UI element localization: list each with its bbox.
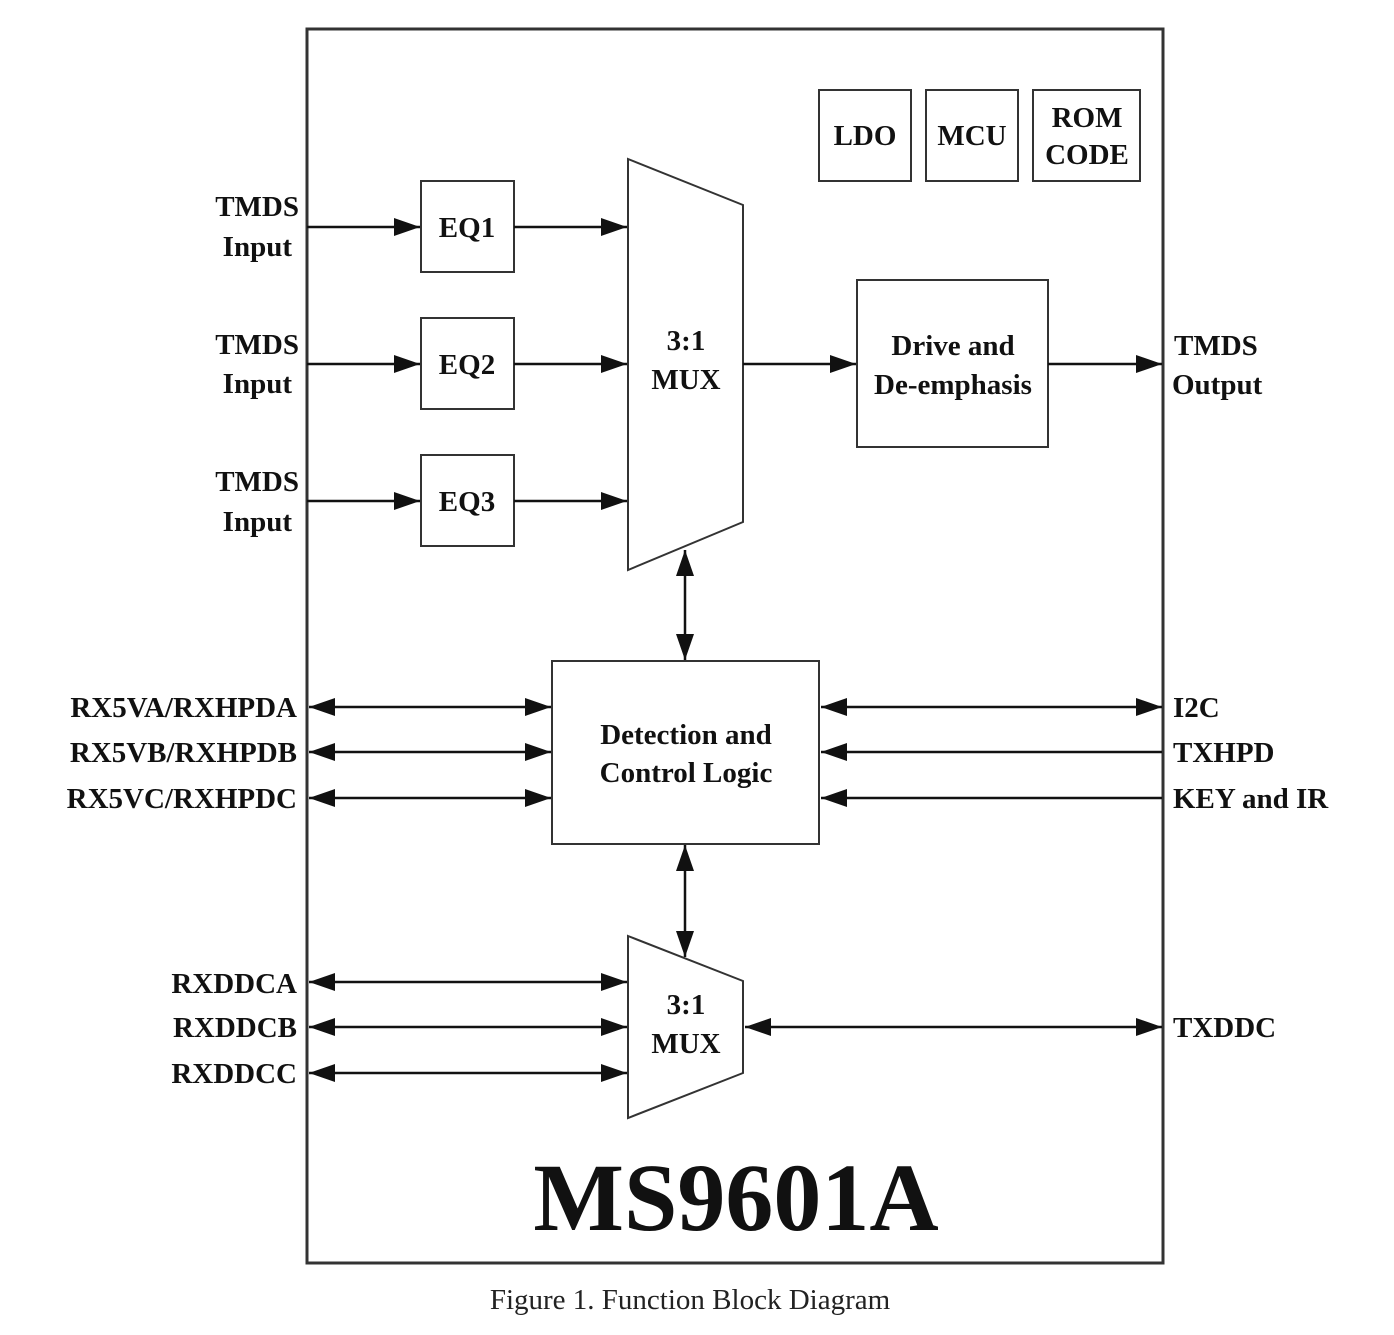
signal-rxddcc: RXDDCC: [171, 1058, 297, 1090]
rom-code-block: ROM CODE: [1032, 89, 1141, 182]
rom-label: ROM: [1052, 102, 1123, 134]
svg-text:TMDS: TMDS: [215, 191, 299, 223]
tmds-mux: 3:1 MUX: [627, 157, 744, 572]
svg-text:TMDS: TMDS: [1174, 330, 1258, 362]
tmds-input-2: TMDS Input: [215, 329, 299, 400]
svg-text:EQ2: EQ2: [439, 349, 495, 381]
signal-txhpd: TXHPD: [1173, 737, 1275, 769]
eq3-block: EQ3: [420, 454, 515, 547]
svg-text:Input: Input: [223, 368, 293, 400]
svg-text:TMDS: TMDS: [215, 466, 299, 498]
signal-i2c: I2C: [1173, 692, 1220, 724]
svg-text:Input: Input: [223, 231, 293, 263]
signal-txddc: TXDDC: [1173, 1012, 1276, 1044]
chip-name: MS9601A: [533, 1144, 938, 1251]
svg-text:3:1: 3:1: [667, 989, 706, 1021]
svg-text:3:1: 3:1: [667, 325, 706, 357]
figure-caption: Figure 1. Function Block Diagram: [490, 1284, 891, 1316]
svg-text:De-emphasis: De-emphasis: [874, 369, 1032, 401]
eq2-block: EQ2: [420, 317, 515, 410]
svg-text:Control Logic: Control Logic: [600, 757, 773, 789]
signal-key-ir: KEY and IR: [1173, 783, 1329, 815]
svg-text:EQ1: EQ1: [439, 212, 495, 244]
detection-control-block: Detection and Control Logic: [551, 660, 820, 845]
ldo-block: LDO: [818, 89, 912, 182]
ldo-label: LDO: [834, 120, 897, 152]
mcu-block: MCU: [925, 89, 1019, 182]
signal-rx5va-rxhpda: RX5VA/RXHPDA: [70, 692, 297, 724]
eq1-block: EQ1: [420, 180, 515, 273]
drive-deemphasis-block: Drive and De-emphasis: [856, 279, 1049, 448]
signal-rx5vc-rxhpdc: RX5VC/RXHPDC: [67, 783, 297, 815]
tmds-output-label: TMDS Output: [1172, 330, 1263, 401]
svg-text:MUX: MUX: [651, 364, 720, 396]
svg-text:EQ3: EQ3: [439, 486, 495, 518]
signal-rxddcb: RXDDCB: [173, 1012, 297, 1044]
signal-rx5vb-rxhpdb: RX5VB/RXHPDB: [70, 737, 297, 769]
svg-text:Output: Output: [1172, 369, 1263, 401]
signal-rxddca: RXDDCA: [171, 968, 297, 1000]
svg-text:TMDS: TMDS: [215, 329, 299, 361]
ddc-mux: 3:1 MUX: [627, 934, 744, 1120]
mcu-label: MCU: [937, 120, 1006, 152]
svg-text:Drive and: Drive and: [891, 330, 1014, 362]
chip-boundary: [305, 27, 1165, 1265]
tmds-input-1: TMDS Input: [215, 191, 299, 263]
svg-text:Detection and: Detection and: [600, 719, 772, 751]
code-label: CODE: [1045, 139, 1129, 171]
svg-text:Input: Input: [223, 506, 293, 538]
tmds-input-3: TMDS Input: [215, 466, 299, 538]
svg-text:MUX: MUX: [651, 1028, 720, 1060]
